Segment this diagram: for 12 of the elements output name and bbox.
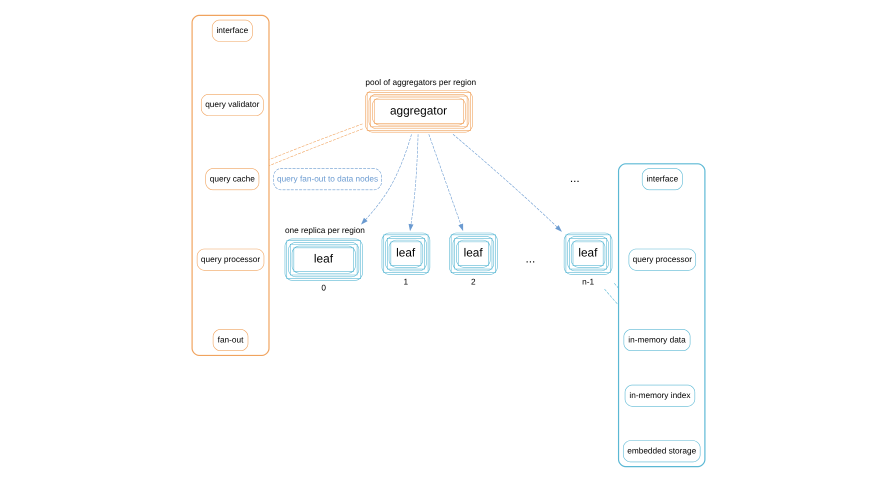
arrow bbox=[408, 134, 418, 232]
cluster bbox=[617, 163, 705, 468]
arrow bbox=[360, 134, 412, 225]
connector bbox=[268, 124, 362, 160]
connector bbox=[604, 288, 618, 306]
label: ... bbox=[569, 171, 580, 186]
connector bbox=[613, 282, 618, 289]
arrow bbox=[452, 134, 562, 232]
arrow bbox=[428, 134, 463, 232]
cluster bbox=[191, 14, 270, 356]
connector bbox=[268, 128, 362, 166]
label: ... bbox=[524, 252, 535, 266]
